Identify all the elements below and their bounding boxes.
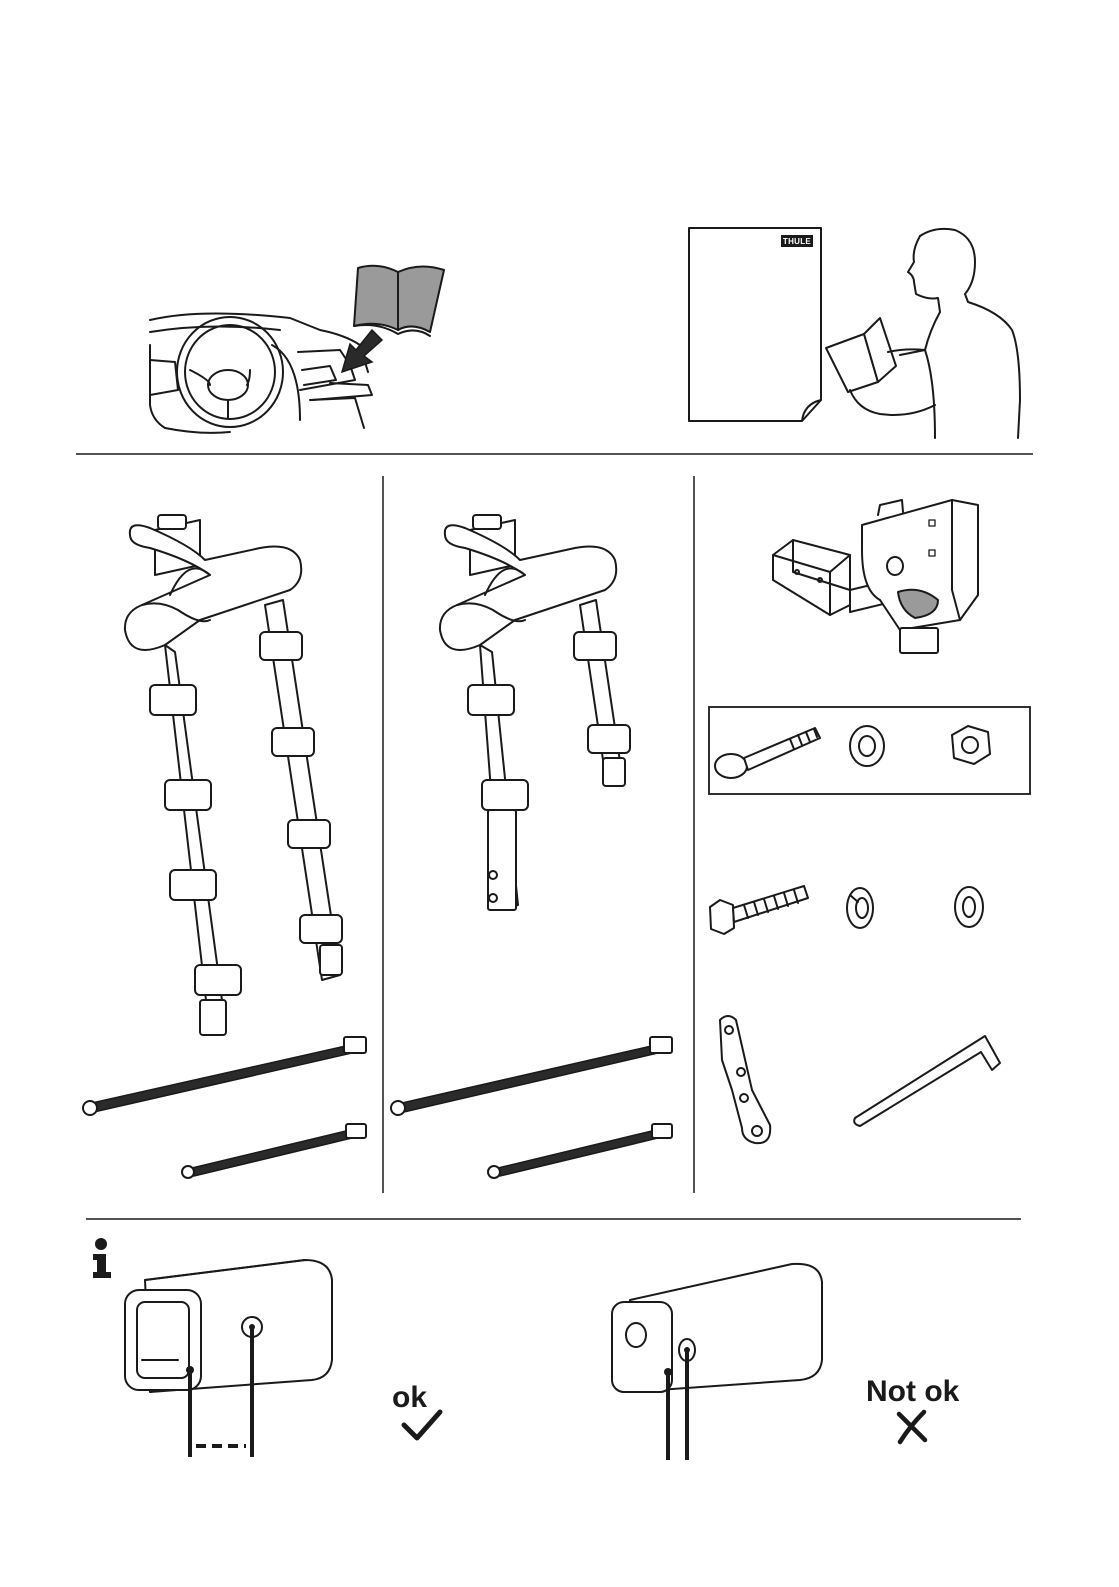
strap-long-col1 (83, 1037, 366, 1115)
thule-logo: THULE (783, 237, 812, 246)
car-dashboard-illustration (150, 313, 372, 432)
hex-key-wrench (854, 1036, 1000, 1126)
checkmark-icon (404, 1412, 440, 1438)
carrier-arm-three-bike (125, 515, 342, 1035)
receiver-ok-illustration (125, 1260, 332, 1457)
lock-nut (952, 726, 990, 764)
strap-short-col2 (488, 1124, 672, 1178)
hardware-box (709, 707, 1030, 794)
arrow-into-glovebox-icon (342, 330, 382, 372)
carriage-bolt (715, 728, 820, 778)
split-lock-washer (847, 888, 873, 928)
flat-washer-small (955, 887, 983, 927)
info-icon (93, 1238, 111, 1278)
ok-label: ok (392, 1381, 427, 1414)
hex-bolt (710, 886, 808, 934)
strap-short-col1 (182, 1124, 366, 1178)
cross-icon (899, 1412, 925, 1442)
instruction-sheet: THULE (689, 228, 821, 421)
person-reading-illustration (826, 229, 1020, 438)
anti-rattle-plate (720, 1016, 770, 1143)
owner-manual-book-icon (354, 266, 444, 336)
flat-washer-large (850, 726, 884, 766)
receiver-not-ok-illustration (612, 1264, 822, 1460)
strap-long-col2 (391, 1037, 672, 1115)
hitch-mount-bar (773, 500, 978, 653)
not-ok-label: Not ok (866, 1375, 960, 1408)
